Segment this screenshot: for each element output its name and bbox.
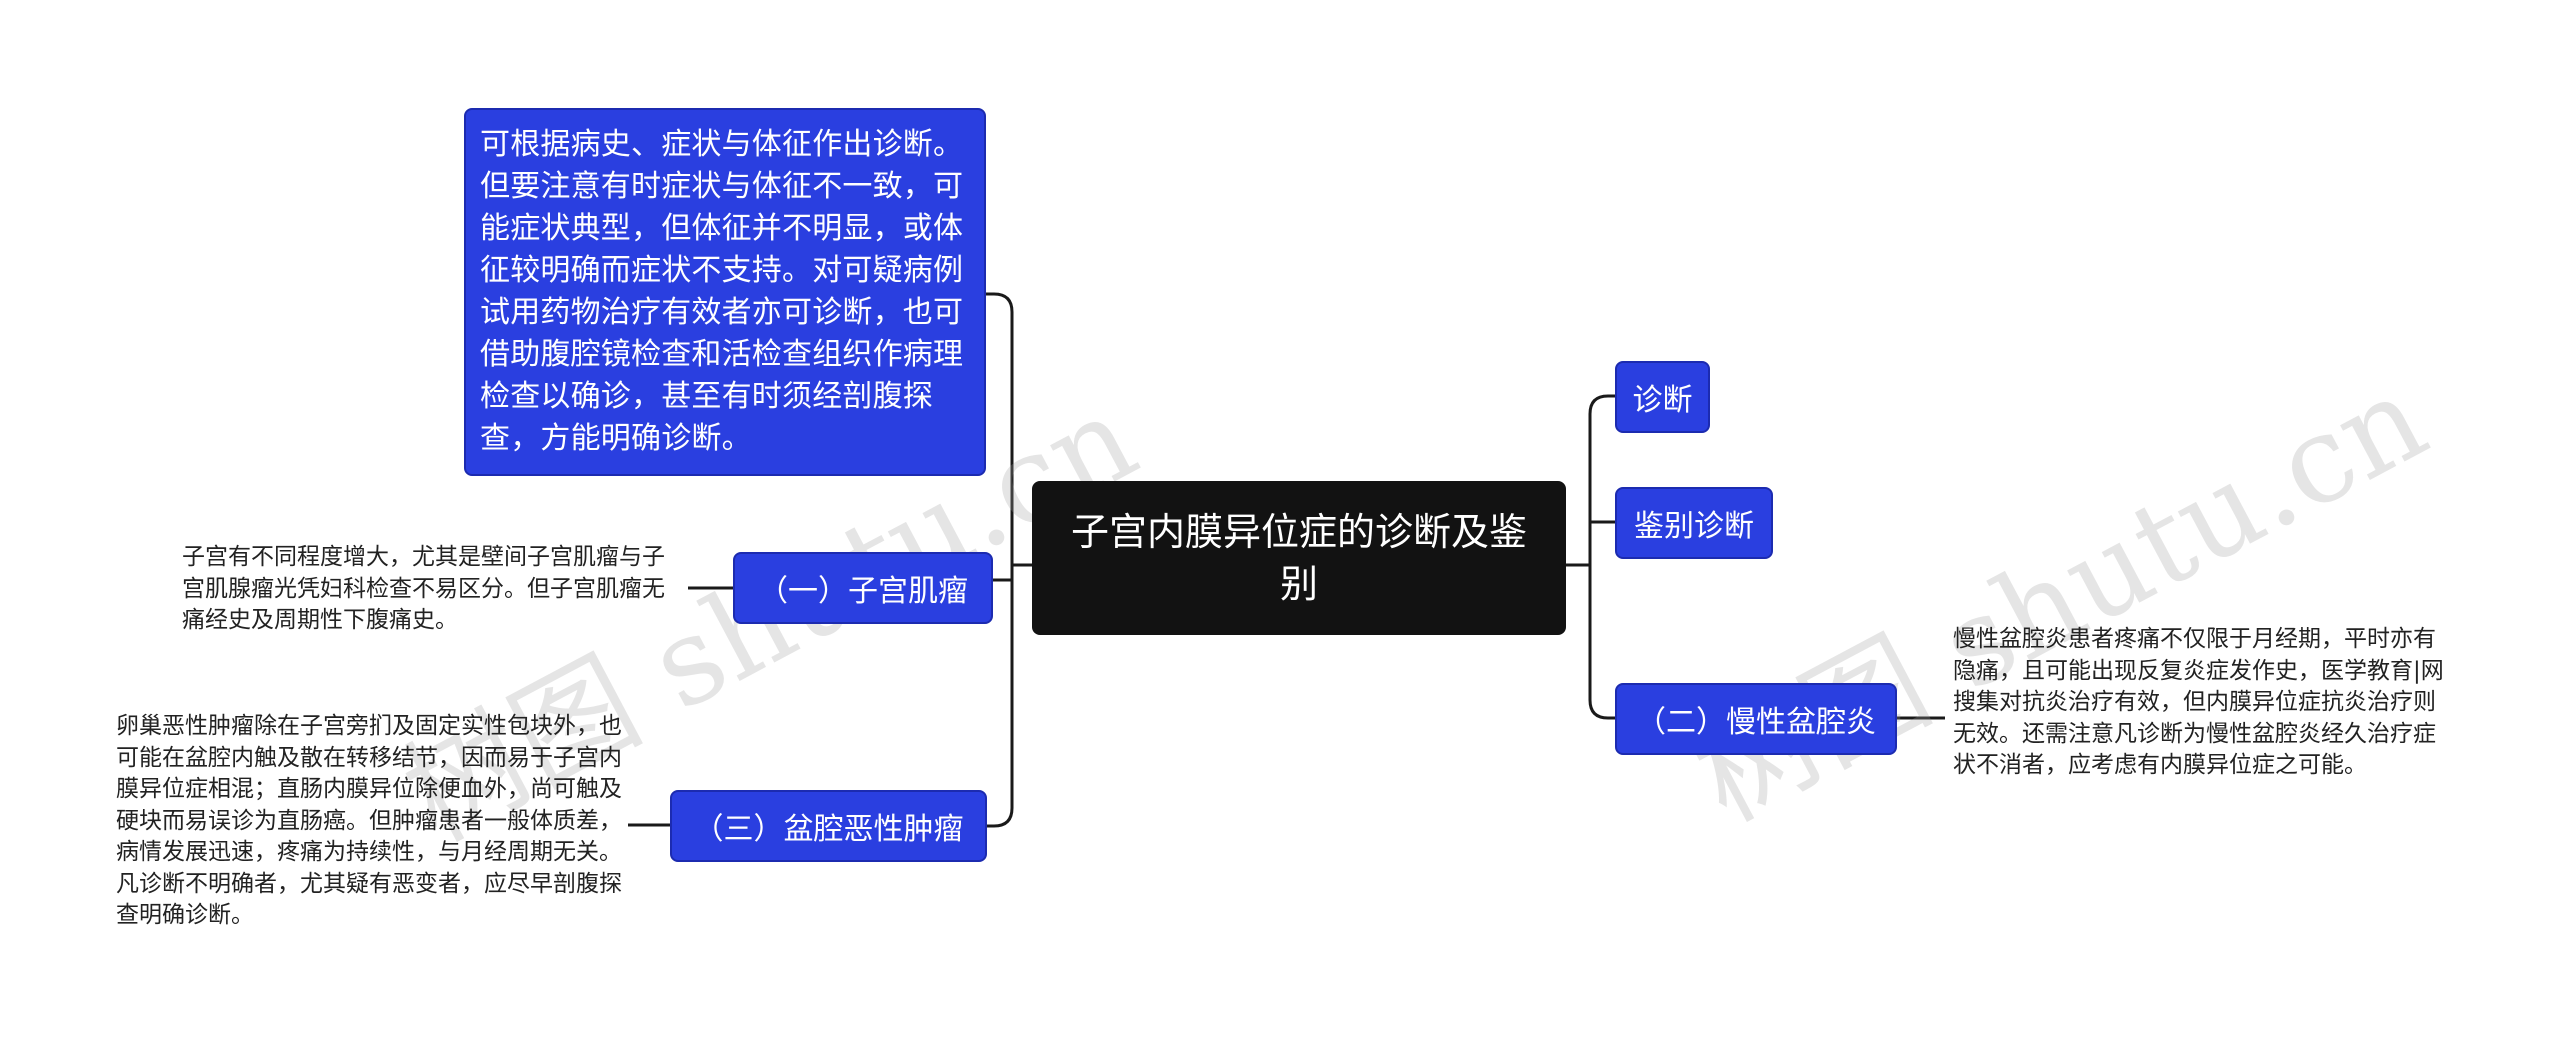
node-chronic-pelvic-inflammation[interactable]: （二）慢性盆腔炎 (1615, 683, 1897, 755)
note-pelvic-malignancy: 卵巢恶性肿瘤除在子宫旁扪及固定实性包块外，也可能在盆腔内触及散在转移结节，因而易… (116, 713, 622, 928)
central-topic[interactable]: 子宫内膜异位症的诊断及鉴别 (1032, 481, 1566, 635)
connector-right-lower (1588, 565, 1615, 720)
connector-left-lower (987, 565, 1014, 828)
connector-left-trunk (985, 292, 1014, 565)
connector-right-upper (1588, 394, 1615, 565)
node-uterine-fibroids[interactable]: （一）子宫肌瘤 (733, 552, 993, 624)
node-pelvic-malignancy[interactable]: （三）盆腔恶性肿瘤 (670, 790, 987, 862)
note-uterine-fibroids: 子宫有不同程度增大，尤其是壁间子宫肌瘤与子宫肌腺瘤光凭妇科检查不易区分。但子宫肌… (182, 544, 665, 633)
node-differential-diagnosis[interactable]: 鉴别诊断 (1615, 487, 1773, 559)
top-diagnosis-text-box[interactable]: 可根据病史、症状与体征作出诊断。但要注意有时症状与体征不一致，可能症状典型，但体… (464, 108, 986, 476)
note-chronic-pelvic-inflammation: 慢性盆腔炎患者疼痛不仅限于月经期，平时亦有隐痛，且可能出现反复炎症发作史，医学教… (1953, 626, 2444, 778)
node-diagnosis[interactable]: 诊断 (1615, 361, 1710, 433)
